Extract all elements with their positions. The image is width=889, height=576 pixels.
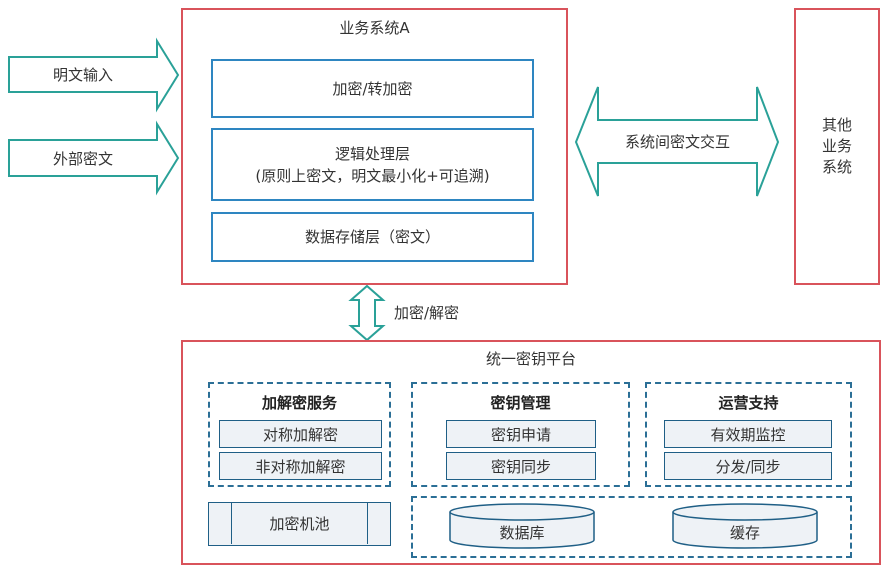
symmetric-crypto-item: 对称加解密: [219, 420, 382, 448]
encrypt-layer: 加密/转加密: [211, 59, 534, 118]
encrypt-decrypt-label: 加密/解密: [394, 304, 460, 322]
crypto-service-title: 加解密服务: [261, 394, 337, 412]
crypto-machine-pool: 加密机池: [208, 502, 391, 546]
cache-label: 缓存: [729, 523, 760, 542]
storage-layer: 数据存储层（密文）: [211, 212, 534, 262]
key-apply-item: 密钥申请: [446, 420, 596, 448]
operations-support-title: 运营支持: [718, 394, 779, 412]
other-business-systems: 其他 业务 系统: [794, 8, 880, 285]
distribution-sync-item: 分发/同步: [664, 452, 832, 480]
other-systems-line3: 系统: [821, 158, 852, 176]
validity-monitor-item: 有效期监控: [664, 420, 832, 448]
external-ciphertext-arrow: [8, 120, 180, 196]
logic-layer-note: (原则上密文，明文最小化+可追溯): [255, 166, 490, 185]
pool-divider-left: [231, 503, 232, 544]
other-systems-line1: 其他: [821, 116, 852, 134]
key-management-group: 密钥管理: [411, 382, 630, 487]
pool-divider-right: [367, 503, 368, 544]
plaintext-input-label: 明文输入: [52, 66, 113, 84]
database-cylinder: [449, 503, 595, 549]
cache-cylinder: [672, 503, 818, 549]
business-system-a: 业务系统A: [181, 8, 568, 285]
operations-support-group: 运营支持: [645, 382, 852, 487]
unified-key-platform: 统一密钥平台: [181, 340, 881, 565]
crypto-service-group: 加解密服务: [208, 382, 391, 487]
crypto-machine-pool-label: 加密机池: [269, 515, 330, 533]
key-platform-title: 统一密钥平台: [485, 350, 576, 368]
logic-layer-title: 逻辑处理层: [334, 144, 410, 163]
database-label: 数据库: [499, 523, 545, 542]
inter-system-label: 系统间密文交互: [624, 133, 730, 151]
key-sync-item: 密钥同步: [446, 452, 596, 480]
logic-layer: 逻辑处理层 (原则上密文，明文最小化+可追溯): [211, 128, 534, 201]
other-systems-line2: 业务: [821, 137, 852, 155]
business-system-a-title: 业务系统A: [339, 19, 410, 37]
inter-system-double-arrow: [574, 86, 780, 197]
key-management-title: 密钥管理: [490, 394, 551, 412]
plaintext-input-arrow: [8, 37, 180, 113]
storage-group: [411, 496, 852, 558]
external-ciphertext-label: 外部密文: [52, 149, 113, 168]
asymmetric-crypto-item: 非对称加解密: [219, 452, 382, 480]
